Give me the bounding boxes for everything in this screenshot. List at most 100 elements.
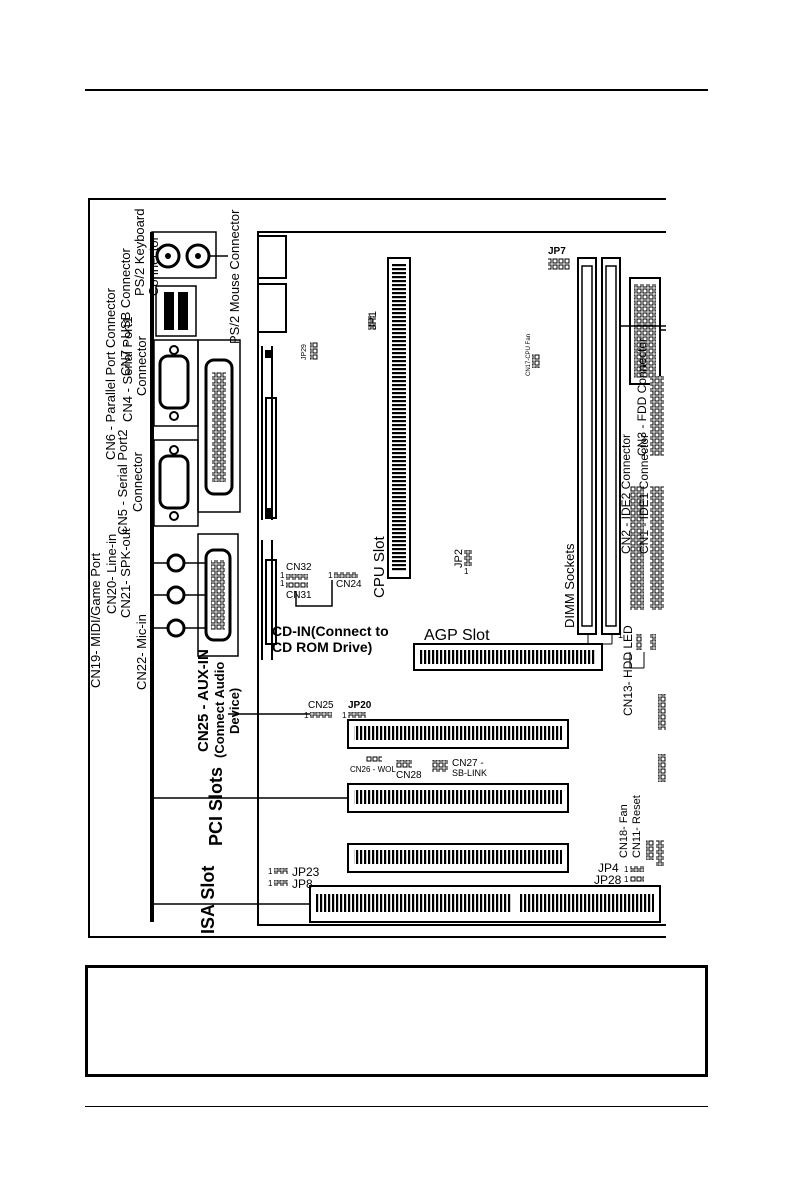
pin1-cn32: 1 — [280, 571, 285, 580]
cn25-label: CN25 — [308, 700, 334, 711]
ps2-connector-block — [151, 231, 217, 279]
jp1-label: JP1 — [367, 311, 379, 330]
cn27-label-1: CN27 - — [452, 758, 484, 769]
pin1-cn24: 1 — [328, 571, 333, 580]
parallel-port-connector — [197, 339, 241, 513]
cn32-label: CN32 — [286, 562, 312, 573]
jp7-label: JP7 — [548, 246, 566, 257]
pin1-jp2: 1 — [464, 567, 469, 576]
cn5-label-1: CN5 - Serial Port2 — [115, 430, 130, 535]
pin1-cn31: 1 — [280, 579, 285, 588]
cn13-header-b — [650, 634, 656, 650]
dimm-sockets — [577, 257, 621, 635]
cn27-label-2: SB-LINK — [452, 768, 487, 778]
jp4-label: JP4 — [598, 861, 619, 875]
io-edge-bar — [150, 232, 154, 922]
jp23-label: JP23 — [292, 865, 320, 879]
pin1-cn25: 1 — [304, 711, 309, 720]
pin1-jp28: 1 — [624, 875, 629, 884]
cd-in-label-2: CD ROM Drive) — [272, 639, 372, 655]
header-rule — [85, 89, 708, 91]
agp-slot — [413, 643, 603, 671]
jp8-jumper — [274, 880, 288, 886]
cn31-header — [286, 582, 308, 588]
pci-slot-2 — [347, 783, 569, 813]
cn25-header — [310, 712, 332, 718]
pin1-jp8: 1 — [268, 879, 273, 888]
cn4-label-1: CN4 - Serial Port1 — [120, 317, 135, 422]
cn21-label: CN21- SPK-out — [118, 528, 133, 618]
pci-slot-3 — [347, 843, 569, 873]
ps2-mouse-label: PS/2 Mouse Connector — [227, 209, 242, 344]
cn18-header — [656, 840, 664, 866]
cn6-label: CN6 - Parallel Port Connector — [103, 287, 118, 460]
ide1-connector — [650, 486, 664, 610]
header-block-1 — [658, 694, 666, 730]
serial-port1-connector — [153, 339, 199, 427]
pci-slot-1 — [347, 719, 569, 749]
serial-port2-connector — [153, 439, 199, 527]
jp4-jumper — [630, 866, 644, 872]
dimm-sockets-label: DIMM Sockets — [562, 543, 577, 628]
cn24-label: CN24 — [336, 579, 362, 590]
pin1-jp4: 1 — [624, 865, 629, 874]
cn13-header-a — [636, 634, 642, 650]
ps2-keyboard-label-2: Connector — [146, 235, 161, 296]
agp-slot-label: AGP Slot — [424, 627, 490, 644]
jp29-label: JP29 — [301, 344, 308, 360]
jp23-jumper — [274, 868, 288, 874]
fdd-header-outline — [629, 277, 661, 385]
header-block-2 — [658, 754, 666, 782]
cn18-label: CN18- Fan — [618, 804, 630, 858]
jp2-jumper — [464, 550, 472, 566]
cn20-label: CN20- Line-in — [104, 534, 119, 614]
jp2-label: JP2 — [453, 549, 465, 568]
ps2-keyboard-label-1: PS/2 Keyboard — [132, 209, 147, 296]
cd-in-label-1: CD-IN(Connect to — [272, 623, 389, 639]
cn26-wol-label: CN26 - WOL — [350, 765, 396, 774]
cn22-label: CN22- Mic-in — [134, 614, 149, 690]
board-outline — [257, 231, 666, 926]
jp28-label: JP28 — [594, 873, 622, 887]
jp28-jumper — [630, 876, 644, 882]
jp29-jumper — [310, 342, 318, 360]
cn1-label: CN1 - IDE1 Connector — [637, 434, 651, 554]
pin1-jp23: 1 — [268, 867, 273, 876]
jp1-jumper — [368, 316, 376, 330]
ps2-header — [257, 235, 287, 279]
jp20-jumper — [348, 712, 366, 718]
cn7-label: CN7 - USB Connector — [118, 247, 133, 376]
cn2-label: CN2 - IDE2 Connector — [619, 434, 633, 554]
cn25-aux-label-2: (Connect Audio — [212, 662, 227, 758]
cn4-label-2: Connector — [134, 335, 149, 396]
cn25-aux-label-3: Device) — [227, 688, 242, 734]
cpu-slot-label: CPU Slot — [371, 535, 388, 598]
isa-slot-label: ISA Slot — [198, 866, 218, 934]
cn17-header — [532, 354, 540, 368]
cn13-label: CN13- HDD LED — [621, 625, 635, 716]
cn25-aux-label-1: CN25 - AUX-IN — [195, 649, 212, 752]
cn24-header — [334, 572, 358, 578]
cpu-slot — [387, 257, 411, 579]
cn27-header — [432, 760, 448, 772]
diagram-frame — [88, 198, 666, 938]
pin1-dimm: 1 — [618, 630, 623, 640]
jp8-label: JP8 — [292, 877, 313, 891]
footer-rule — [85, 1106, 708, 1107]
audio-jacks — [152, 553, 206, 638]
fdd-connector — [650, 376, 664, 456]
pci-slots-label: PCI Slots — [206, 767, 226, 846]
jp20-label: JP20 — [348, 700, 372, 711]
cn28-label: CN28 — [396, 770, 422, 781]
usb-connector — [155, 285, 197, 337]
cn19-label: CN19- MIDI/Game Port — [88, 553, 103, 688]
cn5-label-2: Connector — [130, 451, 145, 512]
cdin-leader — [295, 580, 333, 607]
cn3-label: CN3 - FDD Connector — [635, 338, 649, 456]
cn11-label: CN11- Reset — [631, 795, 643, 858]
pin1-jp20: 1 — [342, 711, 347, 720]
cn28-header — [396, 760, 412, 768]
note-box — [85, 965, 708, 1077]
cn26-wol-header — [366, 756, 382, 762]
